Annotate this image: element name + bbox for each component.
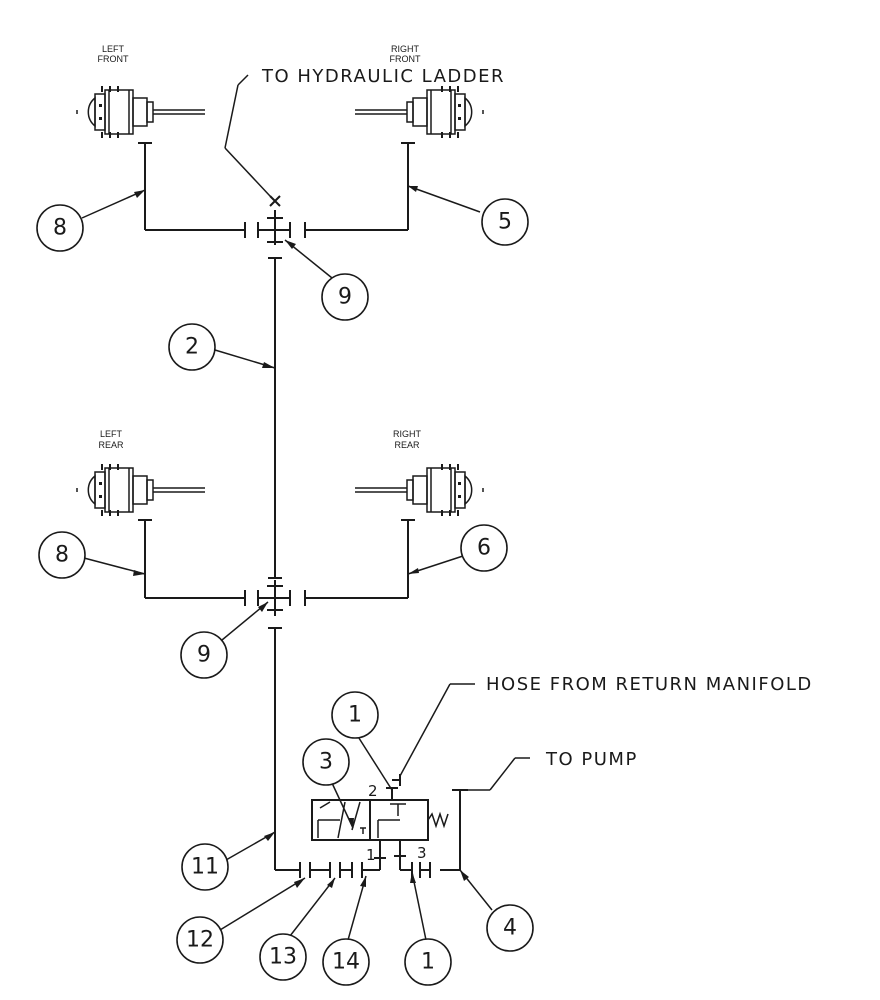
svg-text:3: 3 xyxy=(319,750,333,775)
svg-text:12: 12 xyxy=(186,928,214,953)
svg-text:2: 2 xyxy=(185,335,199,360)
svg-text:14: 14 xyxy=(332,950,360,975)
callout-9-rear: 9 xyxy=(180,631,228,679)
port-3-label: 3 xyxy=(417,844,427,862)
control-valve xyxy=(311,774,449,870)
cylinder-right-front xyxy=(354,85,484,139)
port-2-label: 2 xyxy=(368,782,378,800)
note-return-manifold: HOSE FROM RETURN MANIFOLD xyxy=(486,674,813,695)
svg-text:6: 6 xyxy=(477,536,491,561)
callout-1-top: 1 xyxy=(331,691,379,739)
callout-leaders xyxy=(81,185,493,941)
callout-8-rear: 8 xyxy=(38,531,86,579)
label-left-rear-2: REAR xyxy=(98,440,124,450)
cylinder-right-rear xyxy=(354,463,484,517)
callout-9-front: 9 xyxy=(321,273,369,321)
callout-14: 14 xyxy=(322,938,370,986)
note-hydraulic-ladder: TO HYDRAULIC LADDER xyxy=(261,66,505,87)
cylinder-left-front xyxy=(76,85,206,139)
callout-11: 11 xyxy=(181,843,229,891)
rear-hose-lines xyxy=(138,519,415,616)
main-supply-line xyxy=(268,257,300,871)
svg-text:9: 9 xyxy=(197,643,211,668)
callout-1-bottom: 1 xyxy=(404,938,452,986)
label-right-front-1: RIGHT xyxy=(391,44,420,54)
cylinder-left-rear xyxy=(76,463,206,517)
callout-2: 2 xyxy=(168,323,216,371)
label-right-front-2: FRONT xyxy=(390,54,421,64)
svg-text:11: 11 xyxy=(191,855,219,880)
callout-5: 5 xyxy=(481,198,529,246)
label-right-rear-2: REAR xyxy=(394,440,420,450)
svg-text:5: 5 xyxy=(498,210,512,235)
callout-13: 13 xyxy=(259,933,307,981)
svg-text:4: 4 xyxy=(503,916,517,941)
label-right-rear-1: RIGHT xyxy=(393,429,422,439)
svg-text:13: 13 xyxy=(269,945,297,970)
svg-text:8: 8 xyxy=(53,216,67,241)
svg-text:1: 1 xyxy=(348,703,362,728)
pump-supply-line xyxy=(299,789,468,878)
note-pump: TO PUMP xyxy=(545,749,638,770)
callout-4: 4 xyxy=(486,904,534,952)
callout-8-front: 8 xyxy=(36,204,84,252)
label-left-rear-1: LEFT xyxy=(100,429,123,439)
front-hose-lines xyxy=(138,142,415,245)
svg-text:8: 8 xyxy=(55,543,69,568)
label-left-front-1: LEFT xyxy=(102,44,125,54)
label-left-front-2: FRONT xyxy=(98,54,129,64)
svg-text:1: 1 xyxy=(421,950,435,975)
svg-text:9: 9 xyxy=(338,285,352,310)
note-hydraulic-ladder-leader xyxy=(224,74,271,197)
note-return-manifold-leader xyxy=(399,683,475,777)
callout-12: 12 xyxy=(176,916,224,964)
port-1-label: 1 xyxy=(366,846,376,864)
callout-3: 3 xyxy=(302,738,350,786)
callout-6: 6 xyxy=(460,524,508,572)
note-pump-leader xyxy=(460,757,530,791)
